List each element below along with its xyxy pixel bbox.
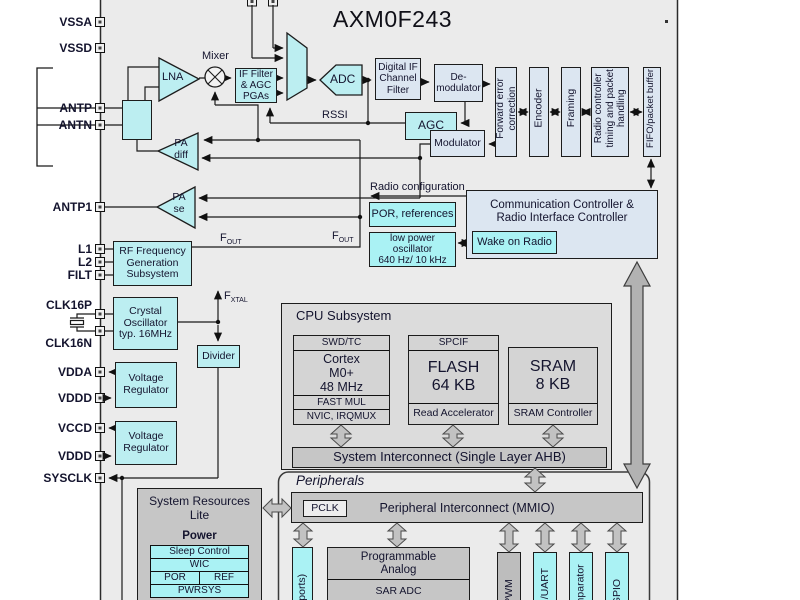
fout-label-1: FOUT xyxy=(220,232,242,247)
peripherals-container xyxy=(277,471,651,600)
pin-label-antp1: ANTP1 xyxy=(52,200,92,214)
pin-label-antn: ANTN xyxy=(58,118,92,132)
pin-label-l2: L2 xyxy=(77,255,92,269)
pin-label-antp: ANTP xyxy=(59,101,92,115)
wic-row: WIC xyxy=(151,557,248,571)
ports-block: (ports) xyxy=(292,547,313,600)
nvic-row: NVIC, IRQMUX xyxy=(294,409,389,424)
adc-label: ADC xyxy=(330,72,356,86)
system-interconnect-bar: System Interconnect (Single Layer AHB) xyxy=(292,447,607,468)
sleep-control-row: Sleep Control xyxy=(151,544,248,558)
encoder-box: Encoder xyxy=(529,67,549,157)
por-cell: POR xyxy=(151,571,200,584)
demodulator-box: De-modulator xyxy=(434,64,483,102)
read-accelerator-row: Read Accelerator xyxy=(409,403,498,424)
swd-tc-row: SWD/TC xyxy=(294,336,389,351)
mixer-label: Mixer xyxy=(202,50,229,62)
ref-cell: REF xyxy=(214,572,234,584)
fifo-box: FIFO/packet buffer xyxy=(643,67,661,157)
antenna-icon xyxy=(36,67,95,167)
fout-label-2: FOUT xyxy=(332,230,354,245)
pin-label-vssa: VSSA xyxy=(59,15,92,29)
pwrsys-row: PWRSYS xyxy=(151,583,248,597)
por-references-box: POR, references xyxy=(369,202,456,227)
lna-label: LNA xyxy=(162,71,184,83)
pin-dots xyxy=(98,0,275,480)
pin-label-filt: FILT xyxy=(67,268,92,282)
comparator-block: Comparator xyxy=(569,552,593,600)
pin-label-vddd1: VDDD xyxy=(57,391,92,405)
pclk-box: PCLK xyxy=(303,500,347,517)
framing-box: Framing xyxy=(561,67,581,157)
lna-triangle xyxy=(158,56,201,103)
cpu-subsystem-title: CPU Subsystem xyxy=(296,308,392,323)
wake-on-radio-box: Wake on Radio xyxy=(472,231,557,254)
divider-box: Divider xyxy=(197,345,240,368)
gpio-block: GPIO xyxy=(605,552,629,600)
fast-mul-row: FAST MUL xyxy=(294,395,389,409)
power-table: Sleep Control WIC POR REF PWRSYS xyxy=(150,544,249,598)
mixer-x xyxy=(207,69,223,85)
pin-label-vdda: VDDA xyxy=(57,365,92,379)
pin-label-clk16p: CLK16P xyxy=(45,298,92,312)
power-section-label: Power xyxy=(182,529,217,542)
por-ref-row: POR REF xyxy=(151,570,248,584)
stray-dot xyxy=(665,20,668,23)
pa-se-triangle xyxy=(155,185,196,230)
mmio-bar: Peripheral Interconnect (MMIO) xyxy=(291,492,643,523)
wires xyxy=(104,5,466,600)
chip-title: AXM0F243 xyxy=(333,6,453,32)
adc-shape xyxy=(319,64,363,96)
radio-config-label: Radio configuration xyxy=(370,181,465,193)
rssi-label: RSSI xyxy=(322,109,348,121)
pin-label-l1: L1 xyxy=(77,242,92,256)
junction-dots xyxy=(119,77,423,481)
modulator-box: Modulator xyxy=(430,130,485,157)
pin-label-vssd: VSSD xyxy=(59,41,92,55)
crystal-icon xyxy=(69,313,96,332)
pa-diff-triangle xyxy=(156,131,199,172)
sar-adc-row: SAR ADC xyxy=(375,585,422,597)
sram-controller-row: SRAM Controller xyxy=(509,403,597,424)
pin-label-vccd: VCCD xyxy=(57,421,92,435)
fxtal-label: FXTAL xyxy=(224,290,248,305)
double-arrows xyxy=(457,107,656,248)
peripherals-title: Peripherals xyxy=(296,473,365,488)
pin-label-clk16n: CLK16N xyxy=(45,336,92,350)
antenna-match-box xyxy=(122,100,152,140)
spcif-row: SPCIF xyxy=(409,336,498,351)
pin-label-sysclk: SYSCLK xyxy=(43,471,92,485)
mux-trapezoid xyxy=(286,31,308,102)
arrow-wires xyxy=(102,43,498,483)
pin-label-vddd2: VDDD xyxy=(57,449,92,463)
pwm-block: PWM xyxy=(497,552,521,600)
spi-uart-block: SPI/UART xyxy=(533,552,557,600)
